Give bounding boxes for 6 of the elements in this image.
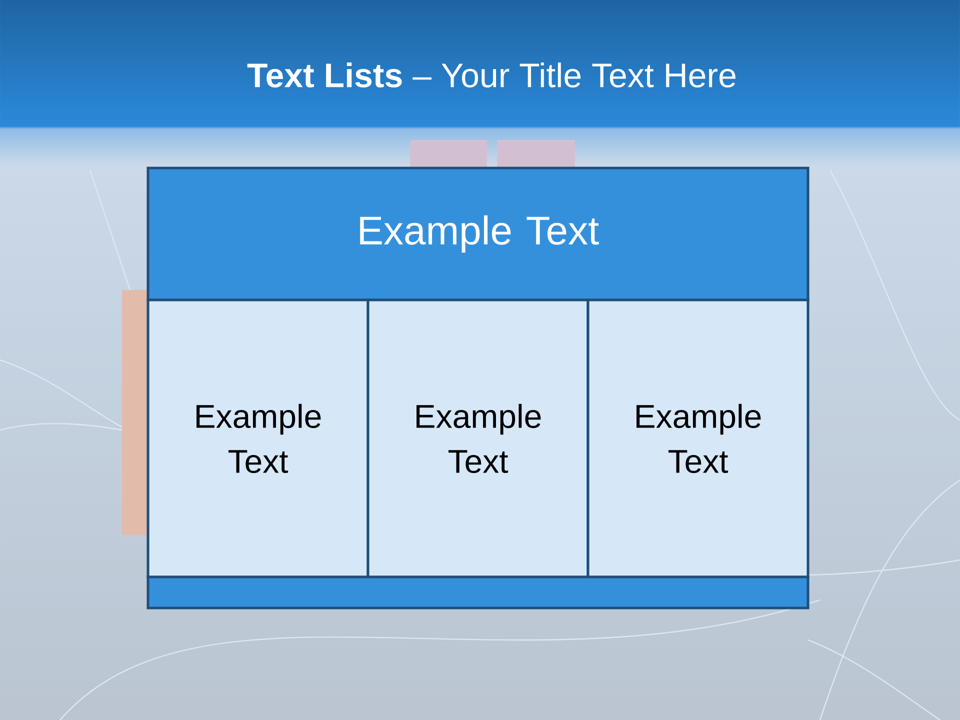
text-box: Example Text: [366, 298, 590, 578]
text-box: Example Text: [146, 298, 370, 578]
header-box: Example Text: [146, 166, 810, 302]
footer-bar: [146, 576, 810, 610]
title: Text Lists – Your Title Text Here: [247, 62, 736, 88]
text-box: Example Text: [586, 298, 810, 578]
